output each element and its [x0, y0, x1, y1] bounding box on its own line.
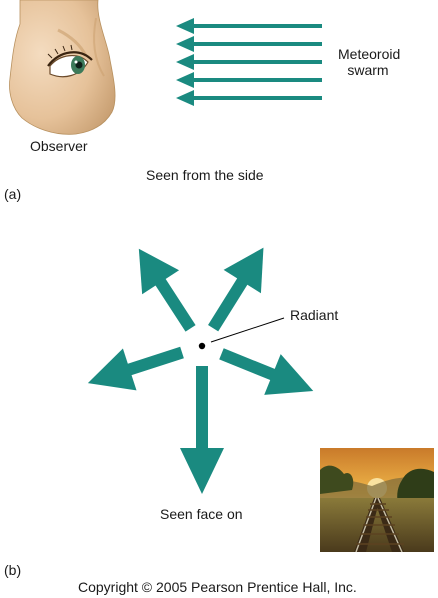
face-on-caption: Seen face on	[160, 506, 243, 522]
radiating-arrow-left	[87, 346, 184, 391]
radiant-point	[198, 317, 285, 350]
observer-label: Observer	[30, 138, 88, 154]
swarm-arrow	[176, 90, 322, 106]
radiating-arrow-down	[180, 366, 224, 494]
radiant-label: Radiant	[290, 307, 339, 323]
radiating-arrow-up-left	[138, 248, 196, 332]
railroad-tracks-image	[320, 448, 434, 553]
side-view-caption: Seen from the side	[146, 167, 264, 183]
swarm-arrow	[176, 18, 322, 34]
panel-a-label: (a)	[4, 186, 22, 202]
radiating-arrow-up-right	[208, 247, 264, 332]
copyright-notice: Copyright © 2005 Pearson Prentice Hall, …	[78, 579, 357, 595]
eye-icon	[47, 44, 93, 78]
swarm-arrow	[176, 36, 322, 52]
radiating-arrows	[87, 247, 314, 494]
swarm-arrow	[176, 54, 322, 70]
panel-b-label: (b)	[4, 562, 22, 578]
swarm-arrow	[176, 72, 322, 88]
radiating-arrow-right	[219, 348, 314, 395]
meteoroid-swarm-arrows	[176, 18, 322, 106]
meteoroid-swarm-label: Meteoroid swarm	[338, 46, 401, 78]
